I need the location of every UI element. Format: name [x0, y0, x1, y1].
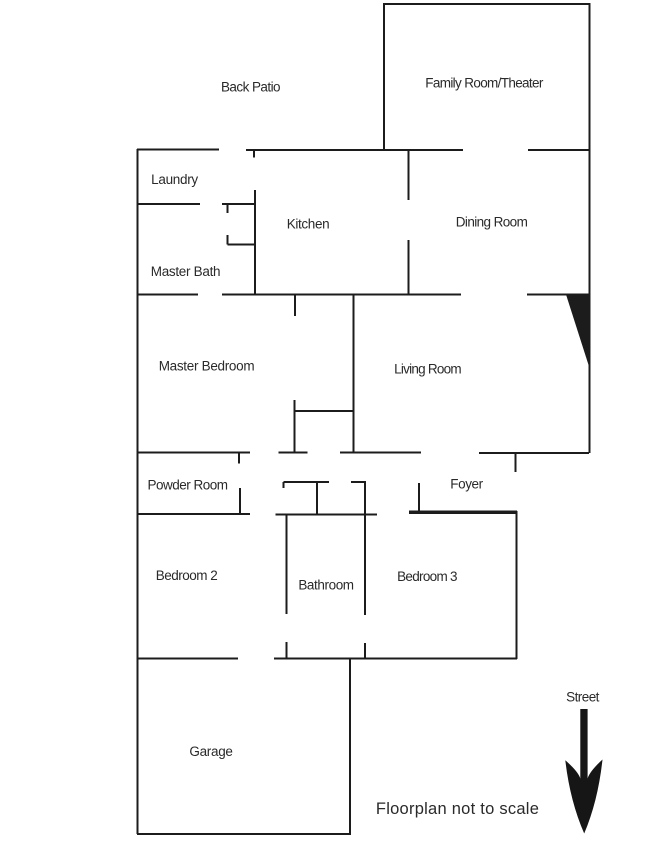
svg-text:Bathroom: Bathroom — [298, 578, 353, 593]
svg-text:Family Room/Theater: Family Room/Theater — [425, 76, 544, 91]
svg-text:Street: Street — [566, 690, 600, 705]
svg-text:Garage: Garage — [189, 744, 232, 759]
svg-text:Laundry: Laundry — [151, 172, 198, 187]
svg-text:Foyer: Foyer — [450, 477, 483, 492]
svg-text:Living Room: Living Room — [394, 362, 461, 377]
svg-text:Master Bedroom: Master Bedroom — [159, 359, 255, 374]
svg-text:Dining Room: Dining Room — [456, 215, 528, 230]
svg-text:Powder Room: Powder Room — [147, 478, 227, 493]
svg-text:Bedroom 2: Bedroom 2 — [156, 568, 218, 583]
svg-text:Master Bath: Master Bath — [151, 264, 220, 279]
svg-text:Bedroom 3: Bedroom 3 — [397, 569, 457, 584]
svg-text:Floorplan not to scale: Floorplan not to scale — [376, 800, 539, 818]
svg-text:Kitchen: Kitchen — [287, 217, 330, 232]
svg-text:Back Patio: Back Patio — [221, 80, 280, 95]
